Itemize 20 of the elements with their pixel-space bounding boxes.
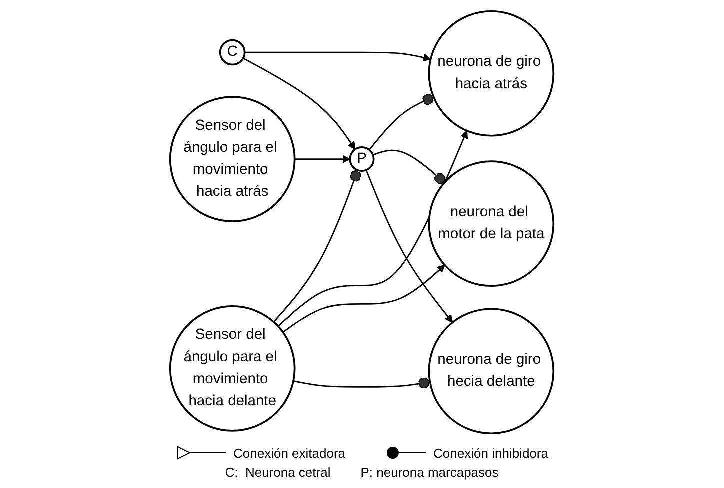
arrow — [294, 155, 351, 164]
note-text: P: neurona marcapasos — [360, 465, 499, 480]
node-circle: neurona del motor de la pata — [428, 160, 555, 287]
legend-text: Conexión inhibidora — [434, 446, 548, 460]
node-circle: P — [349, 146, 375, 172]
node-circle: Sensor del ángulo para el movimiento hacia atrás — [169, 96, 296, 222]
legend-text: Conexión exitadora — [234, 446, 346, 460]
connector — [273, 170, 362, 323]
node-circle: neurona de giro hacia atrás — [428, 10, 555, 137]
node-circle: Sensor del ángulo para el movimiento hacia delante — [169, 306, 296, 432]
arrow — [244, 52, 432, 62]
note-text: C: Neurona cetral — [225, 465, 331, 480]
arrow — [243, 58, 356, 150]
arrow — [366, 170, 454, 323]
node-circle: C — [219, 39, 246, 66]
connector — [368, 94, 434, 151]
arrow — [282, 264, 446, 333]
connector — [372, 150, 446, 184]
node-circle: neurona de giro hecia delante — [428, 308, 555, 435]
connector — [293, 378, 430, 389]
